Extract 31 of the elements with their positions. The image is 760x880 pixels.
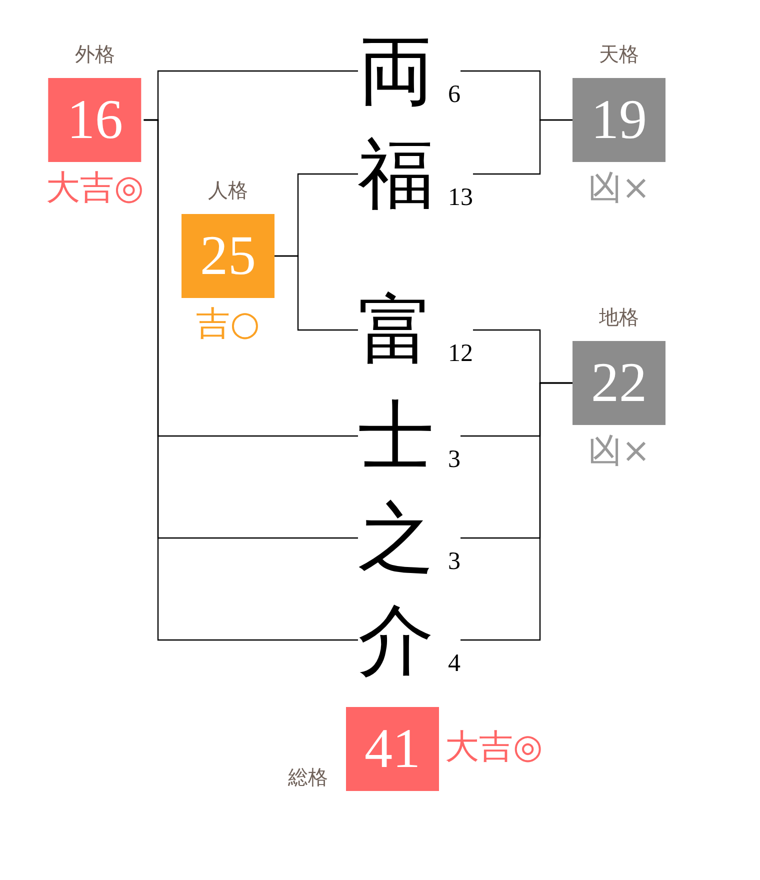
stroke-count: 3: [448, 446, 460, 474]
stroke-count: 13: [448, 184, 473, 212]
name-character: 富: [358, 290, 434, 370]
category-heading: 地格: [599, 305, 639, 329]
score-box: 25: [182, 214, 274, 298]
bracket-line: [460, 382, 572, 641]
stroke-count: 4: [448, 650, 460, 678]
fortune-rating: 大吉◎: [46, 168, 144, 208]
name-character: 福: [358, 134, 434, 214]
name-character: 介: [358, 600, 434, 680]
score-box: 19: [572, 78, 666, 162]
category-heading: 総格: [288, 765, 328, 789]
fortune-rating: 吉○: [196, 304, 260, 344]
category-heading: 外格: [75, 42, 115, 66]
bracket-line: [473, 119, 572, 175]
stroke-count: 12: [448, 340, 473, 368]
name-character: 之: [358, 498, 434, 578]
name-character: 士: [358, 396, 434, 476]
bracket-line: [274, 255, 358, 331]
fortune-rating: 凶×: [588, 168, 650, 208]
category-heading: 人格: [208, 178, 248, 202]
fortune-rating: 凶×: [588, 431, 650, 471]
bracket-line: [144, 119, 358, 641]
score-box: 41: [346, 707, 439, 791]
fortune-rating: 大吉◎: [445, 727, 543, 767]
score-box: 16: [48, 78, 142, 162]
name-character: 両: [358, 31, 434, 111]
score-box: 22: [572, 341, 666, 425]
stroke-count: 6: [448, 81, 460, 109]
category-heading: 天格: [599, 42, 639, 66]
stroke-count: 3: [448, 548, 460, 576]
